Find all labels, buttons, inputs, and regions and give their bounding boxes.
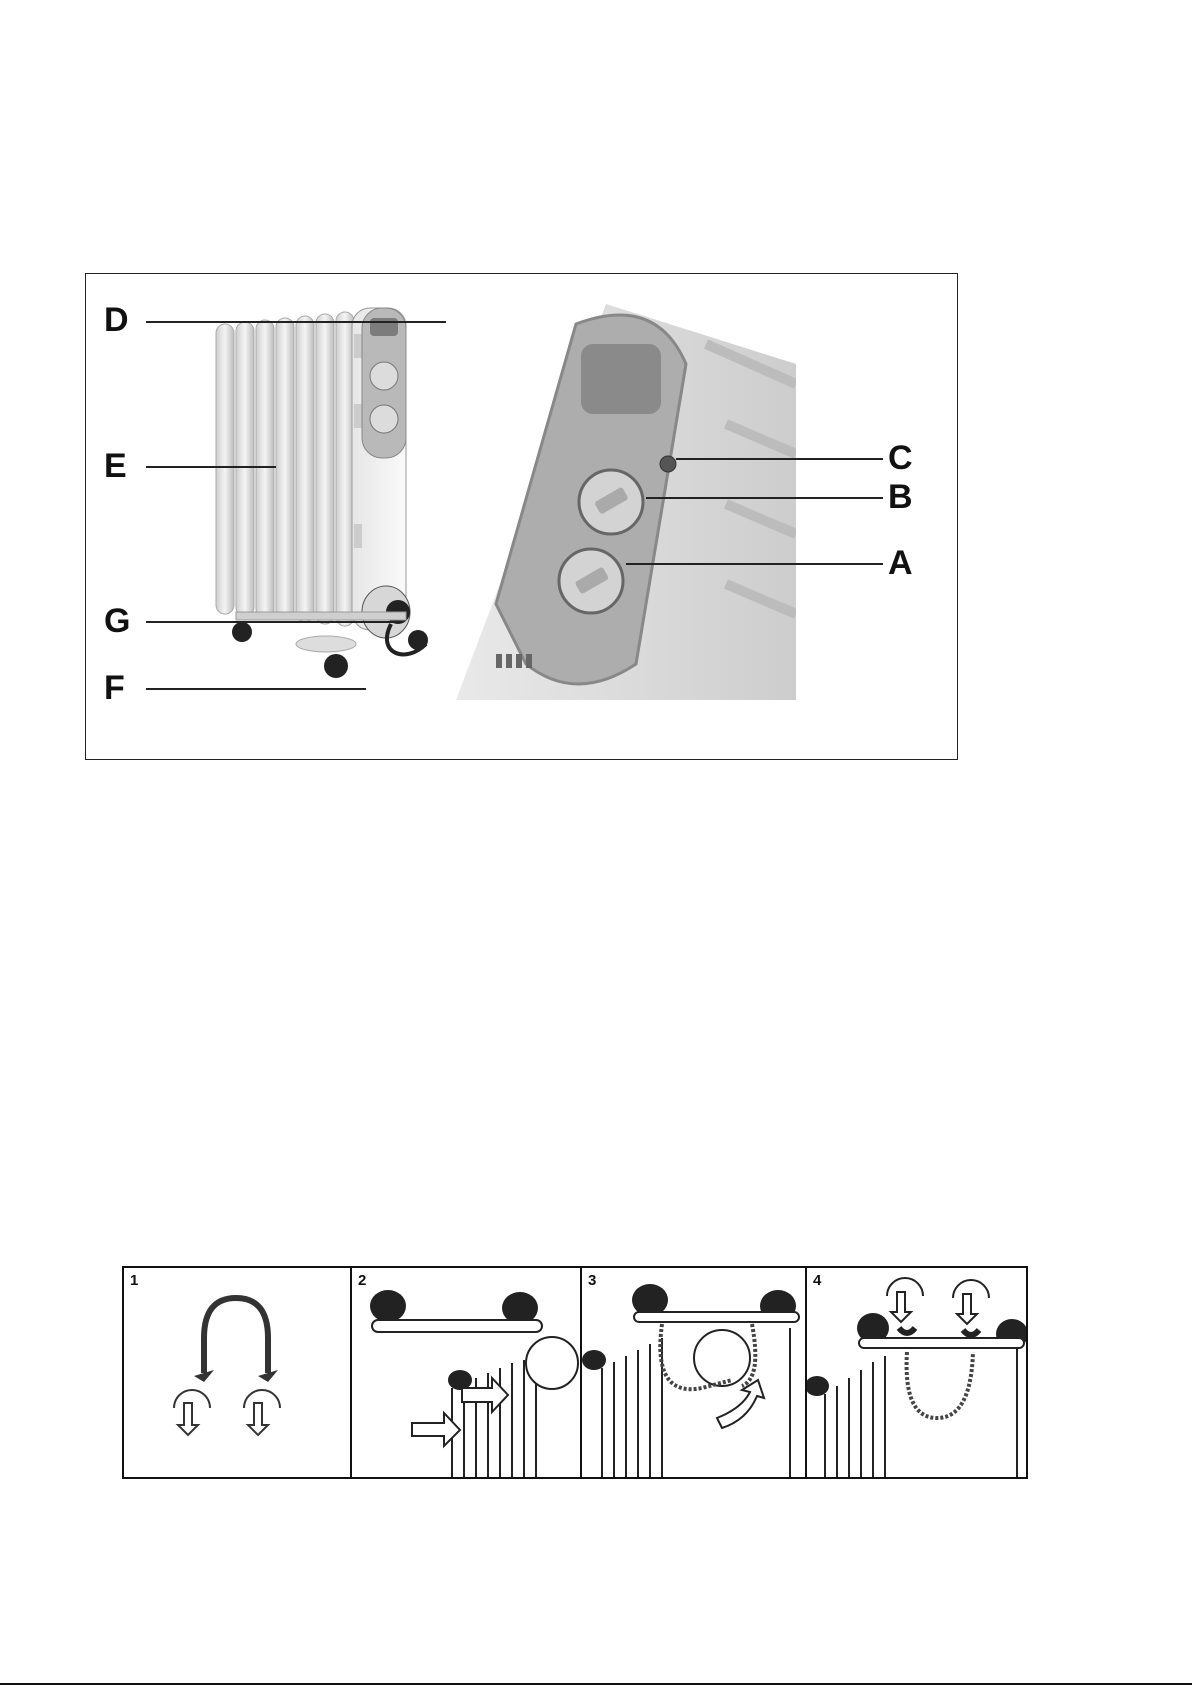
callout-B: B [888, 480, 913, 514]
callout-E: E [104, 449, 127, 483]
handle-recess [581, 344, 661, 414]
castor-wheel [324, 654, 348, 678]
callout-F: F [104, 671, 125, 705]
callout-D: D [104, 303, 129, 337]
leader-B [646, 497, 883, 499]
leader-F [146, 688, 366, 690]
leader-E [146, 466, 276, 468]
callout-A: A [888, 546, 913, 580]
leader-A [626, 563, 883, 565]
attach-feet-bracket-icon [352, 1268, 582, 1477]
leader-G [146, 621, 396, 623]
feet-bracket [236, 612, 406, 620]
step-panel-4: 4 [807, 1268, 1026, 1477]
leader-C [676, 458, 883, 460]
fit-u-bolt-icon [582, 1268, 807, 1477]
step-panel-3: 3 [582, 1268, 807, 1477]
tighten-wing-nuts-icon [807, 1268, 1026, 1477]
step-panel-1: 1 [124, 1268, 352, 1477]
leader-D [146, 321, 446, 323]
power-selector-knob [370, 405, 398, 433]
thermostat-knob [370, 362, 398, 390]
parts-figure: D E G F C B A [85, 273, 958, 760]
heater-fins [216, 312, 354, 626]
control-panel-closeup [456, 304, 796, 700]
step-panel-2: 2 [352, 1268, 582, 1477]
callout-G: G [104, 604, 130, 638]
castor-wheel [408, 630, 428, 650]
assembly-steps-figure: 1 2 [122, 1266, 1028, 1479]
castor-wheel [232, 622, 252, 642]
pilot-light [660, 456, 676, 472]
u-bolt-with-wing-nuts-icon [124, 1268, 352, 1477]
callout-C: C [888, 441, 913, 475]
